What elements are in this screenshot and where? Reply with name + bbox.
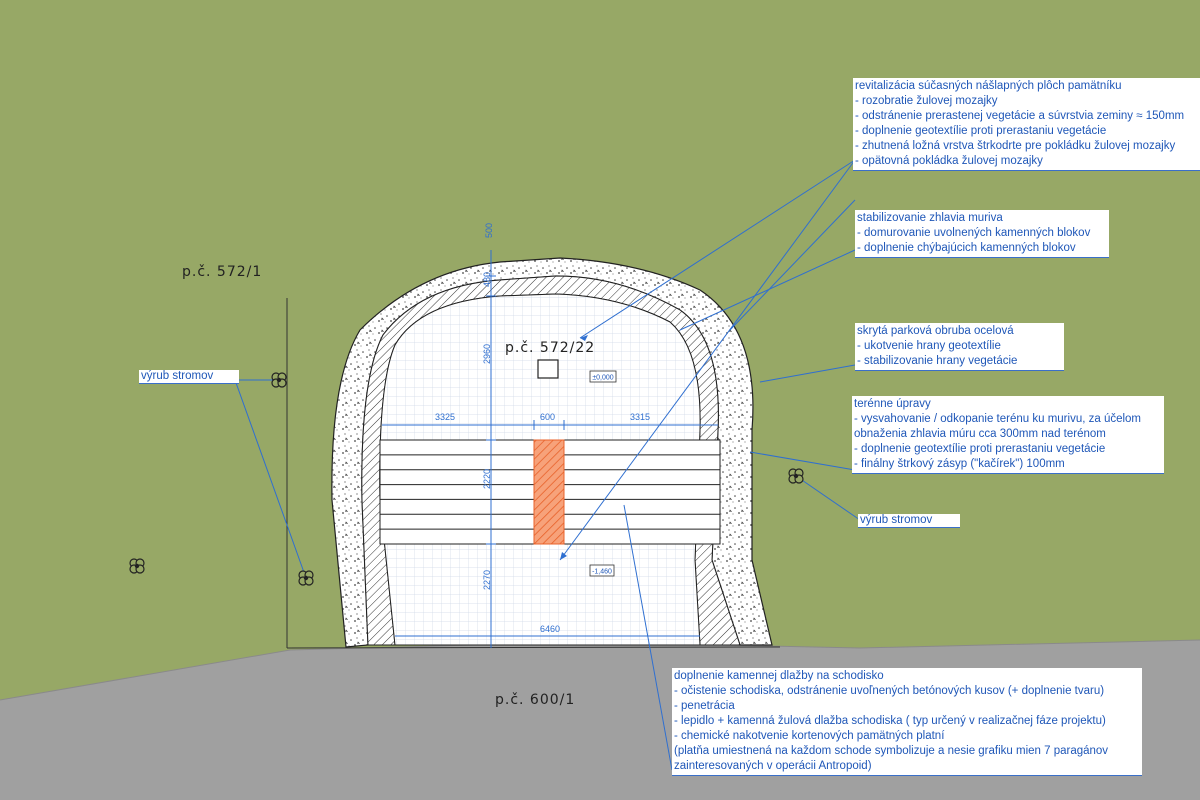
callout-paving: revitalizácia súčasných nášlapných plôch… — [853, 78, 1200, 171]
callout-masonry: stabilizovanie zhlavia muriva - domurova… — [855, 210, 1109, 258]
callout-stairs-item: zainteresovaných v operácii Antropoid) — [674, 760, 872, 772]
callout-terrain-title: terénne úpravy — [854, 398, 931, 410]
callout-stairs-item: - lepidlo + kamenná žulová dlažba schodi… — [674, 715, 1106, 727]
tree-removal-label-left: výrub stromov — [139, 370, 239, 384]
dimension-labels: 500 480 2960 3325 600 3315 2220 2270 646… — [435, 223, 650, 634]
callout-stairs-title: doplnenie kamennej dlažby na schodisko — [674, 670, 884, 682]
callout-masonry-item: - doplnenie chýbajúcich kamenných blokov — [857, 242, 1076, 254]
dim-bottom-width: 6460 — [540, 624, 560, 634]
callout-curb: skrytá parková obruba ocelová - ukotveni… — [855, 323, 1064, 371]
tree-removal-label-right: výrub stromov — [858, 514, 960, 528]
callout-paving-item: - doplnenie geotextílie proti prerastani… — [855, 125, 1107, 137]
dim-center-width: 600 — [540, 412, 555, 422]
callout-curb-title: skrytá parková obruba ocelová — [857, 325, 1014, 337]
tree-to-remove-icon — [788, 468, 804, 484]
tree-icon — [129, 558, 145, 574]
dim-stairs-height: 2220 — [482, 469, 492, 489]
parcel-label-south: p.č. 600/1 — [495, 692, 576, 708]
callout-paving-item: - opätovná pokládka žulovej mozajky — [855, 155, 1043, 167]
callout-stairs: doplnenie kamennej dlažby na schodisko -… — [672, 668, 1142, 776]
corten-memorial-plates — [533, 439, 565, 545]
leader-arrowheads — [560, 335, 588, 560]
callout-stairs-item: (platňa umiestnená na každom schode symb… — [674, 745, 1109, 757]
callout-terrain-item: - doplnenie geotextílie proti prerastani… — [854, 443, 1106, 455]
dim-arch: 480 — [482, 272, 492, 287]
dim-crown: 500 — [484, 223, 494, 238]
memorial-symbol-box — [537, 359, 559, 379]
parcel-label-center: p.č. 572/22 — [505, 340, 596, 356]
level-tag-top: ±0,000 — [592, 375, 613, 382]
tree-to-remove-icon — [298, 570, 314, 586]
callout-stairs-item: - chemické nakotvenie kortenových pamätn… — [674, 730, 945, 742]
callout-curb-item: - stabilizovanie hrany vegetácie — [857, 355, 1018, 367]
callout-terrain-item: obnaženia zhlavia múru cca 300mm nad ter… — [854, 428, 1106, 440]
callout-paving-item: - zhutnená ložná vrstva štrkodrte pre po… — [855, 140, 1176, 152]
callout-masonry-item: - domurovanie uvolnených kamenných bloko… — [857, 227, 1091, 239]
callout-paving-item: - rozobratie žulovej mozajky — [855, 95, 998, 107]
dimension-lines — [382, 250, 718, 648]
callout-terrain-item: - vysvahovanie / odkopanie terénu ku mur… — [854, 413, 1142, 425]
parcel-boundary-line — [286, 646, 781, 649]
callout-terrain-item: - finálny štrkový zásyp ("kačírek") 100m… — [854, 458, 1065, 470]
tree-to-remove-icon — [271, 372, 287, 388]
callout-paving-item: - odstránenie prerastenej vegetácie a sú… — [855, 110, 1185, 122]
level-tag-bottom-box — [589, 564, 615, 577]
callout-masonry-title: stabilizovanie zhlavia muriva — [857, 212, 1003, 224]
level-tag-top-box — [589, 370, 617, 383]
callout-curb-item: - ukotvenie hrany geotextílie — [857, 340, 1001, 352]
dim-right-width: 3315 — [630, 412, 650, 422]
level-tag-bottom: -1,460 — [592, 569, 612, 576]
callout-stairs-item: - penetrácia — [674, 700, 735, 712]
leader-lines — [234, 159, 861, 771]
dim-left-width: 3325 — [435, 412, 455, 422]
parcel-label-north: p.č. 572/1 — [182, 264, 263, 280]
dim-lower-height: 2270 — [482, 570, 492, 590]
callout-paving-title: revitalizácia súčasných nášlapných plôch… — [855, 80, 1122, 92]
tree-symbols — [129, 372, 804, 586]
callout-terrain: terénne úpravy - vysvahovanie / odkopani… — [852, 396, 1164, 474]
callout-stairs-item: - očistenie schodiska, odstránenie uvoľn… — [674, 685, 1105, 697]
dim-upper-height: 2960 — [482, 344, 492, 364]
